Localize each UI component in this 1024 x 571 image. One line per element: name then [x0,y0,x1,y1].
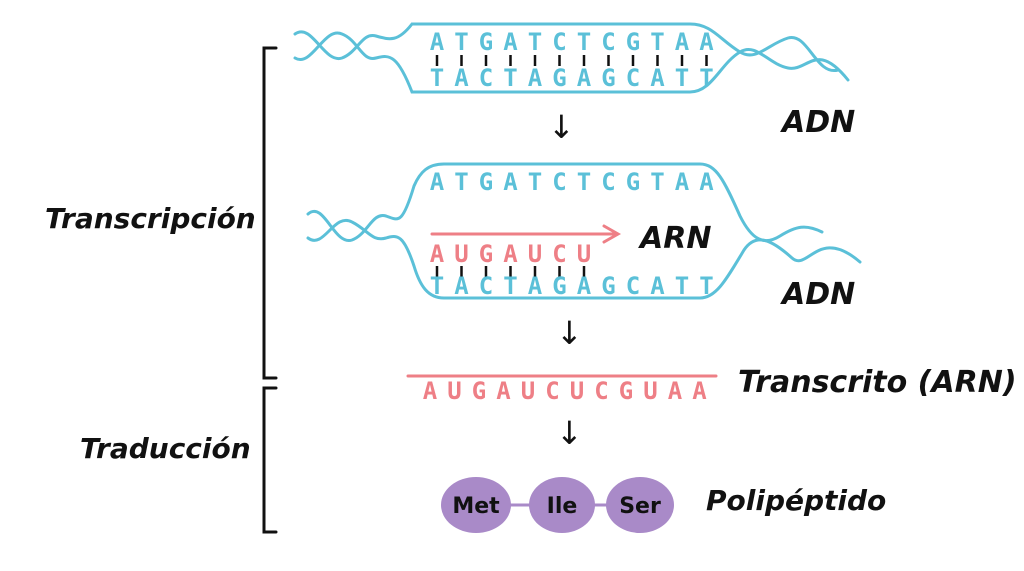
amino-acid-ile: Ile [529,477,595,533]
nucleotide: G [479,28,493,56]
svg-text:Ile: Ile [547,494,578,519]
nucleotide: A [528,64,543,92]
translation-label: Traducción [80,432,251,465]
nucleotide: A [454,272,469,300]
nucleotide: G [552,272,566,300]
nucleotide: A [692,377,707,405]
nucleotide: U [577,240,591,268]
nucleotide: A [675,168,690,196]
nucleotide: C [594,377,608,405]
nucleotide: A [577,64,592,92]
nucleotide: C [479,64,493,92]
nucleotide: A [496,377,511,405]
nucleotide: A [423,377,438,405]
nucleotide: T [503,64,517,92]
nucleotide: U [643,377,657,405]
nucleotide: A [430,28,445,56]
nucleotide: C [552,240,566,268]
dna-label-middle: ADN [780,277,855,312]
nucleotide: G [479,168,493,196]
nucleotide: T [577,28,591,56]
nucleotide: U [528,240,542,268]
nucleotide: U [570,377,584,405]
nucleotide: T [577,168,591,196]
nucleotide: A [454,64,469,92]
nucleotide: G [472,377,486,405]
nucleotide: T [650,28,664,56]
nucleotide: A [430,240,445,268]
nucleotide: A [699,168,714,196]
down-arrow-2: ↓ [556,314,583,352]
nucleotide: T [528,28,542,56]
nucleotide: C [552,28,566,56]
dna-transcription-bubble [306,162,862,300]
nucleotide: U [454,240,468,268]
nucleotide: C [545,377,559,405]
dna-double-helix-top [293,22,850,94]
nucleotide: T [503,272,517,300]
nucleotide: G [619,377,633,405]
nucleotide: C [601,28,615,56]
nucleotide: G [552,64,566,92]
nucleotide: C [626,64,640,92]
nucleotide: T [650,168,664,196]
nucleotide: T [454,168,468,196]
translation-bracket [262,386,278,534]
nucleotide: T [699,64,713,92]
nucleotide: A [577,272,592,300]
nucleotide: A [503,240,518,268]
amino-acid-met: Met [441,477,511,533]
nucleotide: A [430,168,445,196]
nucleotide: T [675,64,689,92]
nucleotide: A [503,28,518,56]
svg-text:Met: Met [452,494,500,519]
nucleotide: T [430,272,444,300]
nucleotide: A [675,28,690,56]
nucleotide: C [626,272,640,300]
nucleotide: T [430,64,444,92]
nucleotide: A [650,64,665,92]
dna-label-top: ADN [780,105,855,140]
transcription-label: Transcripción [45,202,256,235]
nucleotide: G [626,28,640,56]
nucleotide: T [528,168,542,196]
nucleotide: T [699,272,713,300]
nucleotide: C [601,168,615,196]
nucleotide: G [479,240,493,268]
down-arrow-3: ↓ [556,414,583,452]
rna-label: ARN [638,221,711,256]
nucleotide: G [626,168,640,196]
nucleotide: G [601,272,615,300]
nucleotide: U [447,377,461,405]
nucleotide: G [601,64,615,92]
nucleotide: A [699,28,714,56]
rna-direction-arrow [430,224,622,244]
svg-text:Ser: Ser [619,494,661,519]
down-arrow-1: ↓ [548,108,575,146]
transcript-label: Transcrito (ARN) [738,365,1017,400]
nucleotide: A [650,272,665,300]
transcription-bracket [262,46,278,380]
middle-base-pairs [435,266,586,277]
nucleotide: T [675,272,689,300]
nucleotide: T [454,28,468,56]
nucleotide: A [668,377,683,405]
top-dna-base-pairs [435,55,708,66]
polypeptide-label: Polipéptido [706,484,886,517]
amino-acid-ser: Ser [606,477,674,533]
nucleotide: A [528,272,543,300]
nucleotide: C [479,272,493,300]
nucleotide: A [503,168,518,196]
nucleotide: U [521,377,535,405]
nucleotide: C [552,168,566,196]
